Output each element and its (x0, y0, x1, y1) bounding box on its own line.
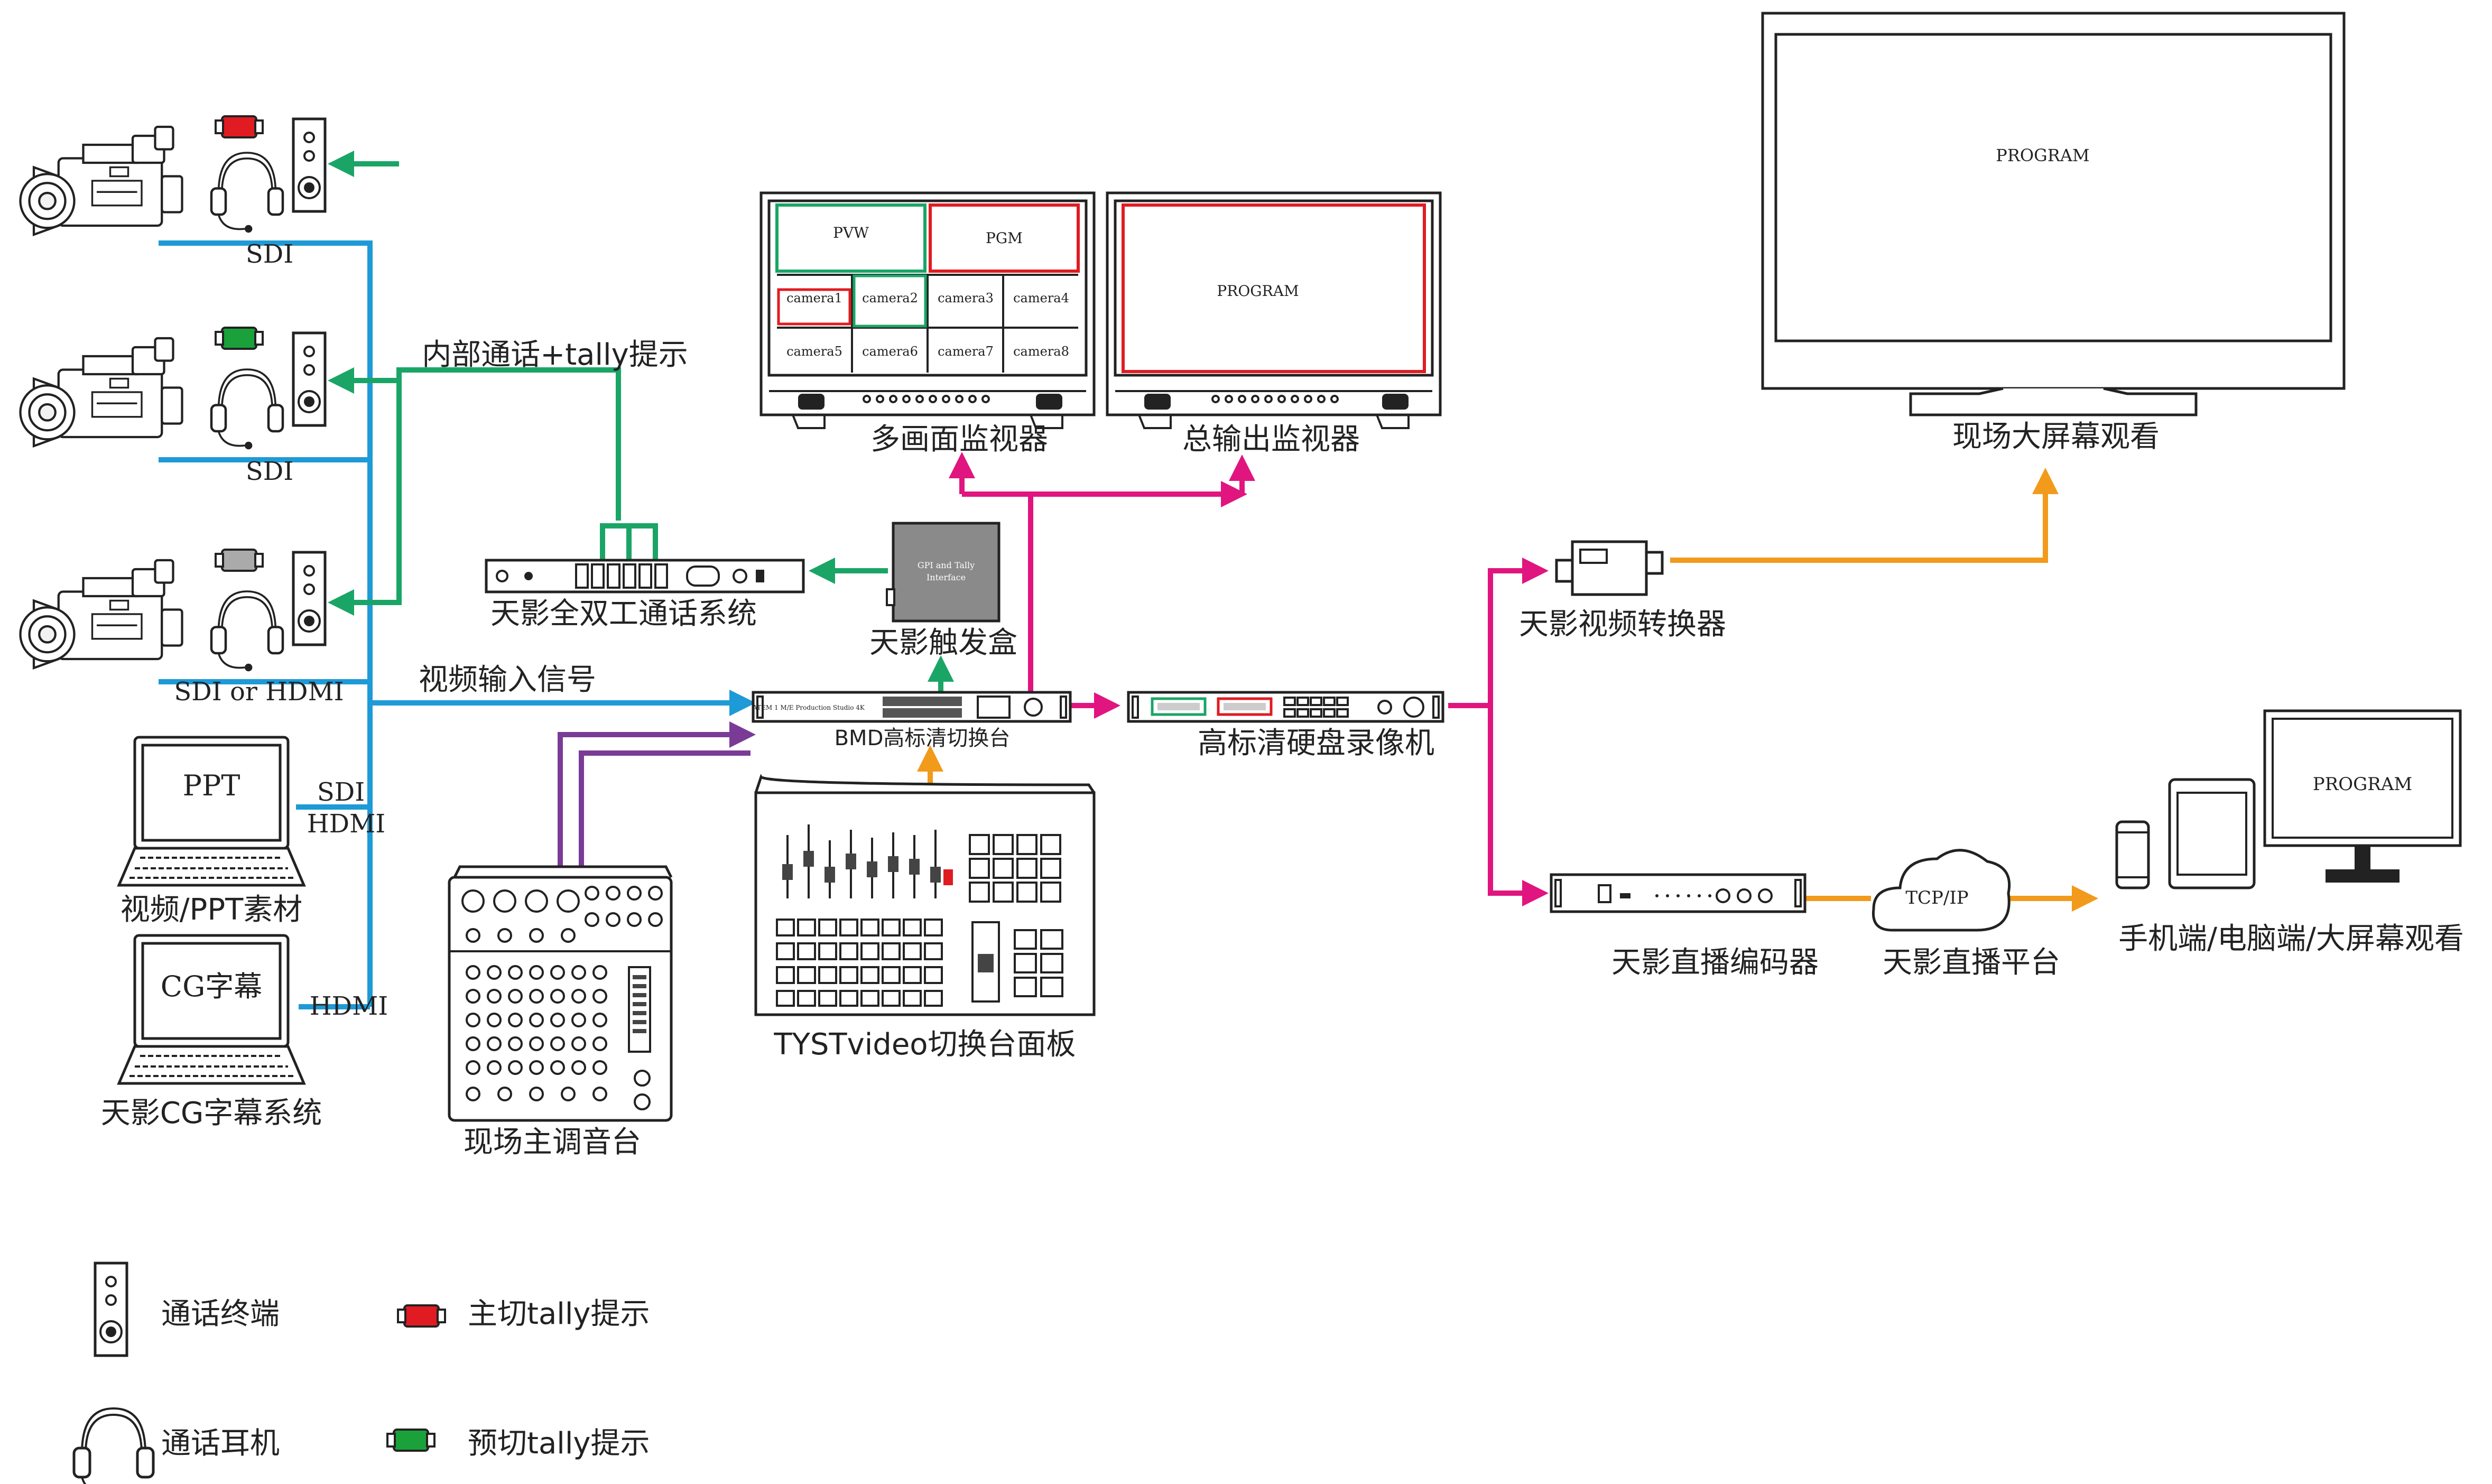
desktop-monitor-icon: PROGRAM (2263, 709, 2462, 883)
multiview-cam1-text: camera1 (786, 291, 842, 305)
camera-1 (21, 127, 182, 235)
converter-device (1555, 540, 1664, 596)
cam1-label: SDI (246, 239, 293, 269)
cam3-headset-icon (211, 591, 283, 671)
sdi-lines (159, 240, 756, 1009)
recorder-to-converter-line (1448, 558, 1549, 708)
cg-laptop: CG字幕 (119, 935, 304, 1083)
trigger-box-face-2: Interface (927, 572, 966, 582)
switcher-panel-device (754, 774, 1096, 1016)
cam2-label: SDI (246, 457, 293, 486)
cloud-text: TCP/IP (1905, 887, 1968, 908)
legend-main-tally-icon (397, 1304, 446, 1328)
bigscreen-label: 现场大屏幕观看 (1952, 420, 2160, 454)
audio-lines (558, 721, 756, 872)
trigger-box-label: 天影触发盒 (869, 626, 1017, 660)
program-lines (949, 452, 1549, 906)
video-input-label: 视频输入信号 (419, 663, 596, 697)
cam1-terminal-icon (293, 119, 325, 211)
cam3-terminal-icon (293, 552, 325, 645)
legend-preview-tally-icon (386, 1429, 436, 1452)
stream-lines (917, 468, 2098, 912)
mixer-to-switcher-line-2 (579, 750, 751, 872)
switcher-device: ATEM 1 M/E Production Studio 4K (752, 691, 1072, 723)
desktop-monitor-text: PROGRAM (2313, 774, 2412, 795)
recorder-label: 高标清硬盘录像机 (1198, 726, 1434, 760)
camera-3 (21, 560, 182, 668)
multiview-cam2-text: camera2 (862, 291, 918, 305)
intercom-lines (328, 151, 954, 698)
multiview-pgm-text: PGM (986, 229, 1023, 247)
switcher-buttons (883, 697, 962, 718)
cg-connection-hdmi: HDMI (310, 991, 388, 1021)
legend-preview-tally-label: 预切tally提示 (468, 1426, 650, 1461)
intercom-system-device (485, 559, 805, 593)
bigscreen-text: PROGRAM (1996, 145, 2089, 165)
legend-headset-label: 通话耳机 (161, 1426, 280, 1461)
intercom-tally-label: 内部通话+tally提示 (422, 338, 688, 372)
cam1-headset-icon (211, 153, 283, 233)
trigger-box-face-1: GPI and Tally (918, 560, 975, 570)
recorder-device (1127, 691, 1444, 723)
audio-mixer-label: 现场主调音台 (464, 1125, 641, 1160)
legend-headset-icon (74, 1408, 153, 1484)
cam2-terminal-icon (293, 333, 325, 425)
multiview-cam4-text: camera4 (1013, 291, 1069, 305)
camera-2 (21, 338, 182, 446)
ppt-laptop-label: 视频/PPT素材 (121, 893, 303, 927)
cam2-headset-icon (211, 369, 283, 449)
trigger-box-device: GPI and Tally Interface (886, 522, 1000, 623)
cam3-label: SDI or HDMI (174, 677, 344, 707)
legend-terminal-label: 通话终端 (161, 1297, 280, 1331)
switcher-panel-label: TYSTvideo切换台面板 (773, 1027, 1076, 1062)
converter-to-bigscreen-line (1670, 468, 2059, 563)
encoder-label: 天影直播编码器 (1611, 945, 1819, 980)
ppt-connection-hdmi: HDMI (307, 809, 385, 839)
multiview-cam3-text: camera3 (938, 291, 994, 305)
switcher-label: BMD高标清切换台 (835, 726, 1011, 750)
tablet-icon (2168, 778, 2256, 889)
cg-screen-text: CG字幕 (161, 970, 262, 1003)
switcher-to-monitors-line (1028, 481, 1247, 706)
program-monitor-label: 总输出监视器 (1182, 422, 1360, 457)
multiview-cam8-text: camera8 (1013, 344, 1069, 359)
program-monitor-text: PROGRAM (1217, 282, 1299, 300)
viewers-label: 手机端/电脑端/大屏幕观看 (2118, 922, 2464, 956)
ppt-screen-text: PPT (183, 769, 240, 802)
multiview-monitor-label: 多画面监视器 (870, 422, 1048, 457)
multiview-cam7-text: camera7 (938, 344, 994, 359)
cam3-tally-light (215, 549, 264, 572)
recorder-to-encoder-line (1488, 706, 1549, 906)
cloud-icon: TCP/IP (1872, 849, 2011, 932)
multiview-cam5-text: camera5 (786, 344, 842, 359)
legend-terminal-icon (95, 1263, 127, 1356)
ppt-connection-sdi: SDI (317, 777, 365, 807)
encoder-device (1550, 873, 1807, 913)
bigscreen-device: PROGRAM (1761, 12, 2346, 416)
multiview-cam6-text: camera6 (862, 344, 918, 359)
cam1-sdi-line (159, 240, 373, 1007)
multiview-monitor-device: PVW PGM camera1 camera2 camera3 camera4 … (759, 191, 1096, 429)
platform-label: 天影直播平台 (1883, 945, 2060, 980)
cam1-tally-light (215, 115, 264, 138)
cg-laptop-label: 天影CG字幕系统 (101, 1096, 322, 1130)
cam2-tally-light (215, 327, 264, 350)
ppt-laptop: PPT (119, 737, 304, 885)
switcher-face-text: ATEM 1 M/E Production Studio 4K (752, 704, 865, 711)
legend: 通话终端 通话耳机 主切tally提示 预切tally提示 (74, 1263, 650, 1484)
legend-main-tally-label: 主切tally提示 (468, 1297, 650, 1331)
phone-icon (2115, 820, 2150, 889)
converter-label: 天影视频转换器 (1519, 607, 1726, 642)
mixer-to-switcher-line-1 (558, 721, 756, 872)
program-monitor-device: PROGRAM (1106, 191, 1442, 429)
multiview-pvw-text: PVW (833, 224, 869, 242)
intercom-system-label: 天影全双工通话系统 (490, 597, 757, 631)
audio-mixer-device (448, 865, 673, 1122)
